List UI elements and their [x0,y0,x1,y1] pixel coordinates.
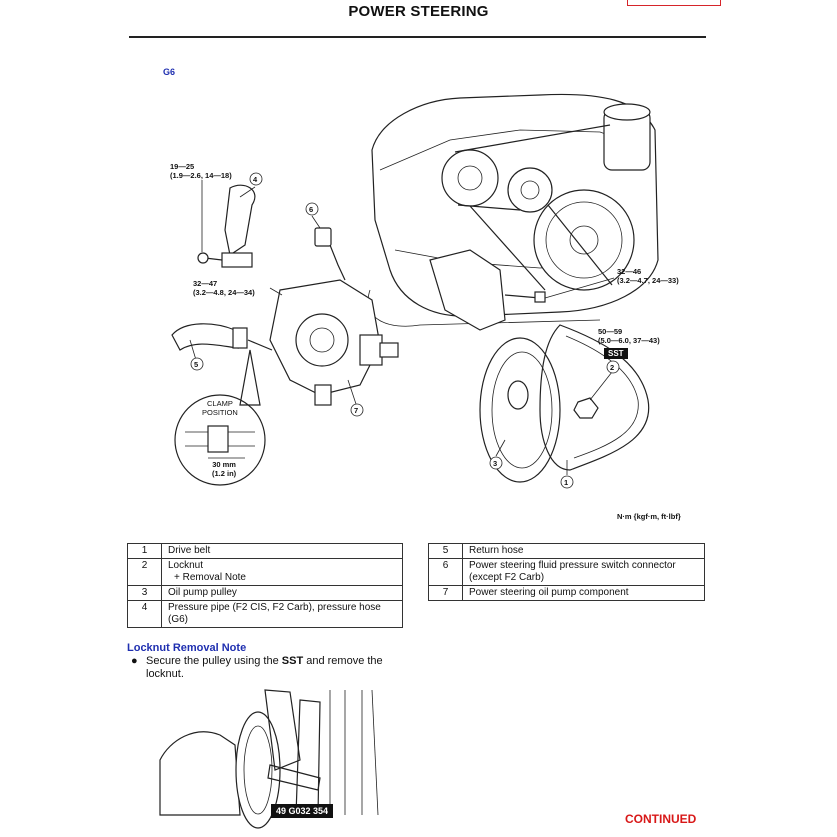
continued-label: CONTINUED [625,812,697,826]
table-row: 4 Pressure pipe (F2 CIS, F2 Carb), press… [127,600,403,628]
torque-label-locknut: 50—59 (5.0—6.0, 37—43) [598,327,660,345]
callout-7-number: 7 [354,406,359,415]
header-rule [129,36,706,38]
callout-2 [606,360,620,374]
table-row: 5 Return hose [428,543,705,559]
table-row: 3 Oil pump pulley [127,585,403,601]
locknut-removal-note-heading: Locknut Removal Note [127,642,247,654]
torque-label-pump-bracket: 32—47 (3.2—4.8, 24—34) [193,279,255,297]
tool-number-tag: 49 G032 354 [271,804,334,818]
callout-5 [190,357,204,371]
table-row: 6 Power steering fluid pressure switch c… [428,558,705,586]
callout-5-number: 5 [194,360,199,369]
callout-4-number: 4 [253,175,258,184]
clamp-position-label: CLAMP POSITION [202,399,238,417]
table-row: 2 Locknut+ Removal Note [127,558,403,586]
section-tag: G6 [163,67,176,77]
table-row: 7 Power steering oil pump component [428,585,705,601]
parts-table-left: 1 Drive belt 2 Locknut+ Removal Note 3 O… [127,543,403,628]
torque-label-hose-bolt: 19—25 (1.9—2.6, 14—18) [170,162,232,180]
callout-1 [560,475,574,489]
torque-units-note: N·m {kgf·m, ft·lbf} [617,512,681,521]
torque-label-pump-bolt: 32—46 (3.2—4.7, 24—33) [617,267,679,285]
callout-4 [249,172,263,186]
callout-3 [489,456,503,470]
bullet-icon: ● [131,655,138,667]
callout-6-number: 6 [309,205,314,214]
sst-tag: SST [604,348,628,359]
callout-2-number: 2 [610,363,615,372]
parts-table-right: 5 Return hose 6 Power steering fluid pre… [428,543,705,601]
top-right-stamp [627,0,721,6]
callout-7 [350,403,364,417]
table-row: 1 Drive belt [127,543,403,559]
callout-6 [305,202,319,216]
callout-1-number: 1 [564,478,569,487]
callout-3-number: 3 [493,459,498,468]
page-title: POWER STEERING [348,3,489,20]
clamp-distance-label: 30 mm (1.2 in) [212,460,237,478]
